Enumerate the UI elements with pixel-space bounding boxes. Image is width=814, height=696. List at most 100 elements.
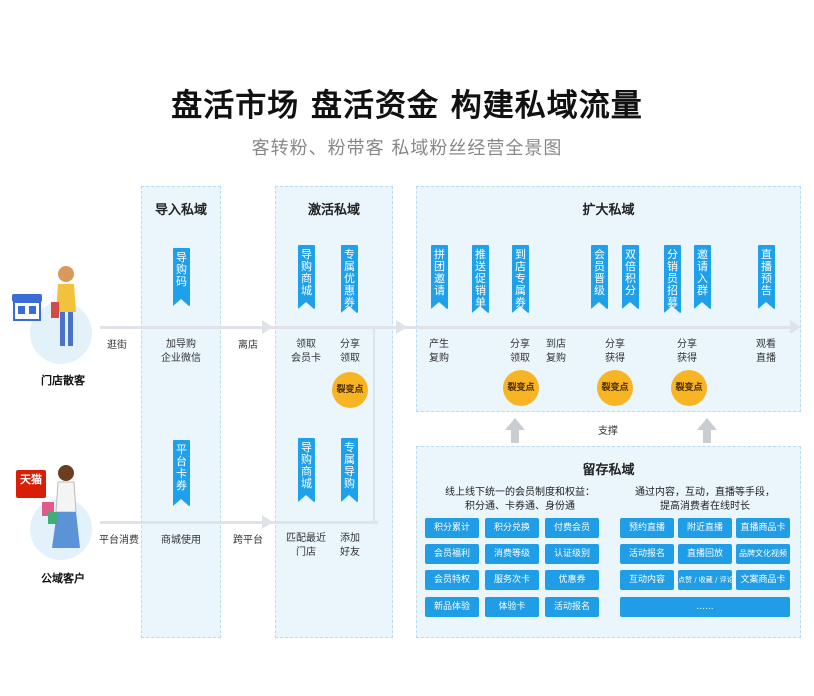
chip-event-signup-right: 活动报名 <box>620 544 674 564</box>
chip-cert-level: 认证级别 <box>545 544 599 564</box>
tag-group-invite-text: 拼团邀请 <box>434 248 445 297</box>
chip-service-card: 服务次卡 <box>485 570 539 590</box>
flow-line-bottom <box>100 521 378 524</box>
flow-arrow-top-end <box>790 320 801 334</box>
flow-arrow-top-1 <box>262 320 273 334</box>
flow-arrow-top-2 <box>396 320 407 334</box>
tag-member-upgrade: 会员晋级 <box>591 245 608 309</box>
chip-live-product-card: 直播商品卡 <box>736 518 790 538</box>
public-customer-label: 公域客户 <box>41 572 85 585</box>
flow-line-top <box>100 326 790 329</box>
tag-exclusive-guide: 专属导购 <box>341 438 358 502</box>
tag-invite-group-text: 邀请入群 <box>697 248 708 297</box>
tmall-logo-text: 天猫 <box>20 473 42 486</box>
label-repurchase: 产生 复购 <box>429 338 449 366</box>
chip-member-privilege: 会员特权 <box>425 570 479 590</box>
chip-event-signup-left: 活动报名 <box>545 597 599 617</box>
retain-desc-left: 线上线下统一的会员制度和权益： 积分通、卡券通、身份通 <box>430 486 610 514</box>
flow-label-browse: 逛街 <box>107 340 127 351</box>
support-arrow-right-head <box>697 418 717 430</box>
chip-live-replay: 直播回放 <box>678 544 732 564</box>
tag-guide-mall-2-text: 导购商城 <box>301 441 312 490</box>
tag-guide-code: 导购码 <box>173 248 190 306</box>
tmall-logo: 天猫 <box>16 470 46 498</box>
tag-platform-coupon: 平台卡券 <box>173 440 190 506</box>
label-add-friend-text: 添加 好友 <box>340 533 360 558</box>
tag-group-invite: 拼团邀请 <box>431 245 448 309</box>
panel-expand-title: 扩大私域 <box>582 203 635 218</box>
label-match-store: 匹配最近 门店 <box>286 532 326 560</box>
label-get-member-card: 领取 会员卡 <box>291 338 321 366</box>
tag-double-points: 双倍积分 <box>622 245 639 309</box>
tag-live-preview: 直播预告 <box>758 245 775 309</box>
label-watch-live-text: 观看 直播 <box>756 339 776 364</box>
tag-guide-code-text: 导购码 <box>176 251 187 288</box>
label-share-earn-1: 分享 获得 <box>605 338 625 366</box>
label-share-earn-1-text: 分享 获得 <box>605 339 625 364</box>
fission-badge-activate: 裂变点 <box>332 372 368 408</box>
tag-distributor-recruit: 分销员招募 <box>664 245 681 313</box>
label-share-receive-text: 分享 领取 <box>510 339 530 364</box>
panel-import-title: 导入私域 <box>154 203 207 218</box>
label-share-receive: 分享 领取 <box>510 338 530 366</box>
chip-new-product-trial: 新品体验 <box>425 597 479 617</box>
label-share-earn-2: 分享 获得 <box>677 338 697 366</box>
flow-label-leave-store: 离店 <box>238 340 258 351</box>
label-share-get: 分享 领取 <box>340 338 360 366</box>
tag-invite-group: 邀请入群 <box>694 245 711 309</box>
label-mall-use: 商城使用 <box>161 535 201 546</box>
label-match-store-text: 匹配最近 门店 <box>286 533 326 558</box>
tag-live-preview-text: 直播预告 <box>761 248 772 297</box>
shop-icon <box>12 294 42 321</box>
shopper-bags-icon <box>42 465 80 548</box>
flow-label-platform-consume: 平台消费 <box>99 535 139 546</box>
label-store-repurchase-text: 到店 复购 <box>546 339 566 364</box>
retain-desc-left-text: 线上线下统一的会员制度和权益： 积分通、卡券通、身份通 <box>445 487 595 512</box>
page-subtitle: 客转粉、粉带客 私域粉丝经营全景图 <box>251 138 563 159</box>
label-watch-live: 观看 直播 <box>756 338 776 366</box>
label-share-get-text: 分享 领取 <box>340 339 360 364</box>
chip-consume-level: 消费等级 <box>485 544 539 564</box>
tag-store-coupon: 到店专属券 <box>512 245 529 313</box>
tag-guide-mall-2: 导购商城 <box>298 438 315 502</box>
tag-guide-mall-1-text: 导购商城 <box>301 248 312 297</box>
chip-trial-card: 体验卡 <box>485 597 539 617</box>
flow-label-cross-platform: 跨平台 <box>233 535 263 546</box>
tag-exclusive-coupon-text: 专属优惠券 <box>344 248 355 309</box>
tag-guide-mall-1: 导购商城 <box>298 245 315 309</box>
retain-desc-right-text: 通过内容，互动，直播等手段， 提高消费者在线时长 <box>635 487 775 512</box>
label-store-repurchase: 到店 复购 <box>546 338 566 366</box>
support-label: 支撑 <box>598 426 618 437</box>
tag-member-upgrade-text: 会员晋级 <box>594 248 605 297</box>
chip-brand-video: 品牌文化视频 <box>736 544 790 564</box>
chip-paid-member: 付费会员 <box>545 518 599 538</box>
fission-badge-expand-1: 裂变点 <box>503 370 539 406</box>
chip-nearby-live: 附近直播 <box>678 518 732 538</box>
label-add-guide-wechat: 加导购 企业微信 <box>161 338 201 366</box>
chip-interactive-content: 互动内容 <box>620 570 674 590</box>
label-share-earn-2-text: 分享 获得 <box>677 339 697 364</box>
fission-badge-expand-2: 裂变点 <box>597 370 633 406</box>
label-get-member-card-text: 领取 会员卡 <box>291 339 321 364</box>
label-add-friend: 添加 好友 <box>340 532 360 560</box>
chip-points-accumulate: 积分累计 <box>425 518 479 538</box>
chip-copy-product-card: 文案商品卡 <box>736 570 790 590</box>
label-repurchase-text: 产生 复购 <box>429 339 449 364</box>
tag-store-coupon-text: 到店专属券 <box>515 248 526 309</box>
retain-desc-right: 通过内容，互动，直播等手段， 提高消费者在线时长 <box>610 486 800 514</box>
tag-distributor-recruit-text: 分销员招募 <box>667 248 678 309</box>
chip-coupon: 优惠券 <box>545 570 599 590</box>
tag-double-points-text: 双倍积分 <box>625 248 636 297</box>
fission-badge-expand-3: 裂变点 <box>671 370 707 406</box>
flow-connector <box>373 328 375 523</box>
support-arrow-left-stem <box>511 430 519 443</box>
shopper-woman-icon <box>51 266 76 346</box>
chip-member-welfare: 会员福利 <box>425 544 479 564</box>
tag-exclusive-coupon: 专属优惠券 <box>341 245 358 313</box>
chip-book-live: 预约直播 <box>620 518 674 538</box>
panel-activate: 激活私域 <box>275 186 393 638</box>
chip-points-redeem: 积分兑换 <box>485 518 539 538</box>
tag-platform-coupon-text: 平台卡券 <box>176 443 187 492</box>
tag-promo-push-text: 推送促销单 <box>475 248 486 309</box>
chip-more: ...... <box>620 597 790 617</box>
